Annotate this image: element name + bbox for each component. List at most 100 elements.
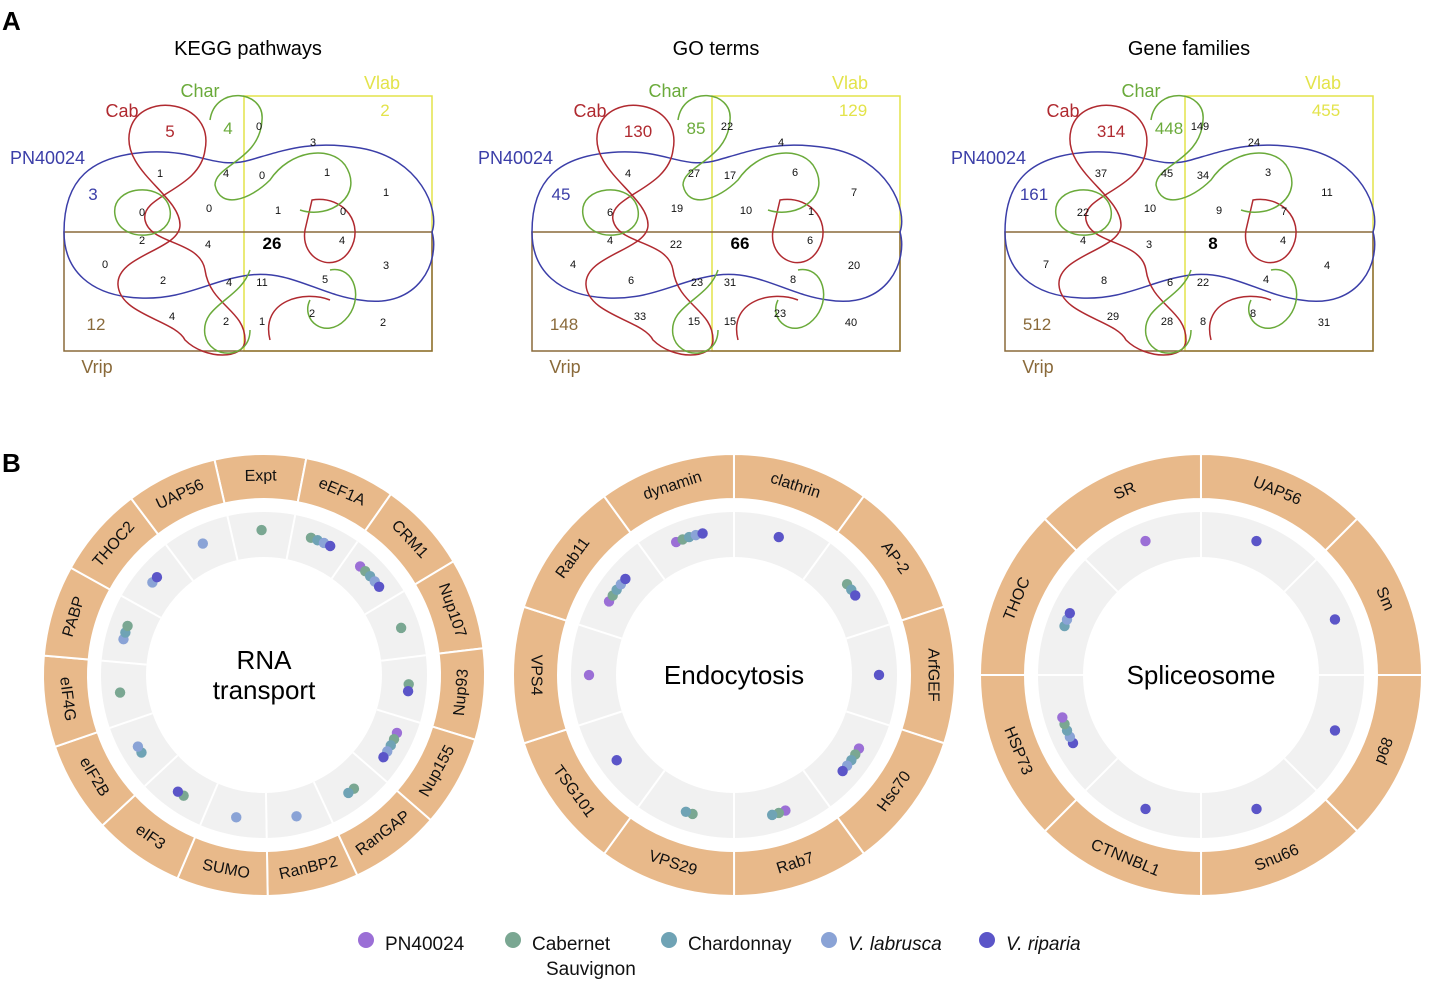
region-count: 0 [102,259,108,271]
region-count: 149 [1191,121,1209,133]
legend-swatch [979,932,995,948]
set-label-char: Char [180,81,219,101]
presence-dot-cab [256,524,267,536]
region-count: 0 [139,207,145,219]
wheel-segment [1043,452,1202,552]
unique-count-pn40024: 161 [1020,185,1048,204]
region-count: 1 [259,316,265,328]
region-count: 1 [383,187,389,199]
set-label-vlab: Vlab [1305,73,1341,93]
region-count: 6 [607,207,613,219]
presence-dot-rip [172,786,184,797]
legend-label: Sauvignon [546,959,636,980]
legend-label: Chardonnay [688,934,792,955]
presence-dot-rip [1329,614,1341,625]
segment-label: ArfGEF [924,648,941,702]
panel-a-letter: A [2,6,21,36]
region-count: 5 [322,274,328,286]
region-count: 27 [688,168,700,180]
wheel-title: Endocytosis [664,660,804,690]
region-count: 4 [223,168,229,180]
region-count: 8 [1200,316,1206,328]
unique-count-pn40024: 45 [552,185,571,204]
region-count: 24 [1248,137,1260,149]
region-count: 15 [724,316,736,328]
presence-dot-rip [850,590,861,601]
region-count: 4 [169,311,175,323]
legend-label: Cabernet [532,934,611,955]
track-divider [352,751,388,783]
region-count: 4 [1280,235,1286,247]
set-label-char: Char [648,81,687,101]
region-count: 40 [845,317,857,329]
unique-count-char: 448 [1155,119,1183,138]
region-count: 3 [1146,239,1152,251]
set-label-cab: Cab [105,101,138,121]
legend-swatch [821,932,837,948]
region-count: 4 [1263,274,1269,286]
venn-title: Gene families [1128,38,1250,60]
unique-count-vlab: 455 [1312,101,1340,120]
region-count: 6 [628,275,634,287]
region-count: 0 [340,206,346,218]
region-count: 19 [671,203,683,215]
presence-dot-rip [611,755,622,766]
region-count: 17 [724,170,736,182]
presence-dot-rip [1251,535,1262,547]
unique-count-cab: 5 [165,122,174,141]
legend-swatch [358,932,374,948]
region-count: 1 [157,168,163,180]
region-count: 0 [259,170,265,182]
region-count: 6 [807,235,813,247]
presence-dot-char [680,806,692,817]
track-divider [381,654,426,662]
set-outline-pn40024 [1004,144,1376,303]
presence-dot-rip [773,531,784,543]
region-count: 4 [1080,235,1086,247]
unique-count-vrip: 512 [1023,315,1051,334]
region-count: 1 [808,206,814,218]
presence-dot-rip [324,540,336,552]
legend-swatch [661,932,677,948]
region-count: 28 [1161,316,1173,328]
region-count: 4 [607,235,613,247]
set-label-vrip: Vrip [81,357,112,377]
core-count: 8 [1208,234,1217,253]
region-count: 34 [1197,170,1209,182]
track-divider [226,515,239,561]
core-count: 26 [263,234,282,253]
legend-item-rip: V. riparia [979,932,1081,955]
track-divider [101,659,147,666]
track-divider [578,623,623,640]
track-divider [312,781,334,824]
presence-dot-rip [373,581,385,593]
region-count: 4 [570,259,576,271]
set-label-vrip: Vrip [549,357,580,377]
region-count: 22 [1197,277,1209,289]
presence-dot-rip [1064,607,1076,619]
region-count: 15 [688,316,700,328]
region-count: 2 [309,308,315,320]
venn-title: GO terms [673,38,760,60]
set-label-char: Char [1121,81,1160,101]
legend-label: V. riparia [1006,934,1081,955]
unique-count-pn40024: 3 [88,185,97,204]
set-outline-char [1055,94,1298,354]
set-outline-pn40024 [63,144,435,303]
region-count: 4 [339,235,345,247]
track-divider [285,514,297,560]
legend-item-pn: PN40024 [358,932,465,955]
presence-dot-lab [231,812,242,823]
unique-count-vrip: 12 [87,315,106,334]
region-count: 3 [383,260,389,272]
venn-title: KEGG pathways [174,38,322,60]
presence-dot-rip [837,765,848,777]
set-label-cab: Cab [1046,101,1079,121]
track-divider [144,754,179,787]
